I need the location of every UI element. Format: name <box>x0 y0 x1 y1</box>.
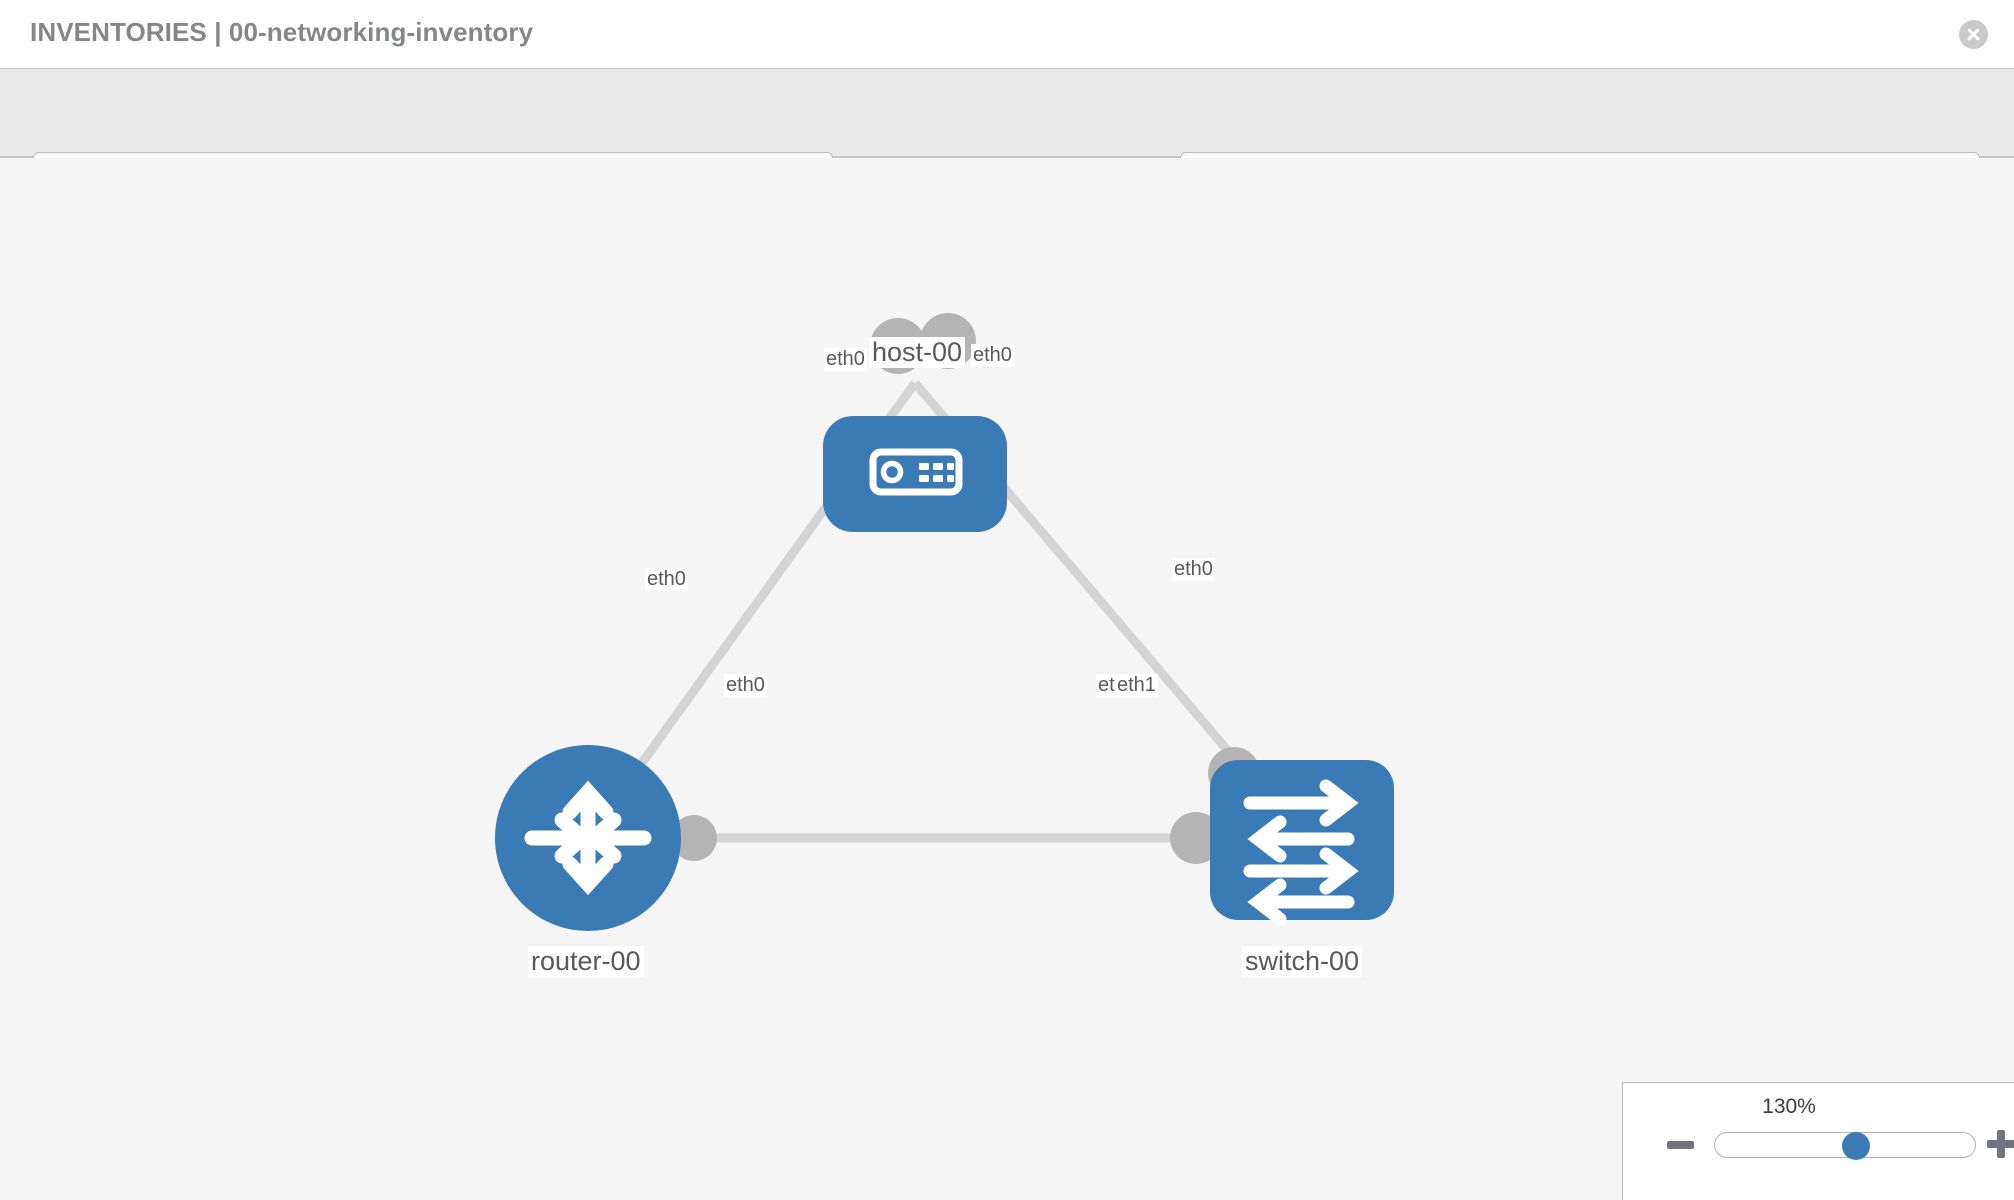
node-switch-00 <box>1210 760 1394 926</box>
iface-label: eth0 <box>724 674 767 697</box>
topology-canvas[interactable]: eth0 eth0 eth0 eth0 eth0 eth0 eth1 host-… <box>0 158 2014 1200</box>
close-icon[interactable] <box>1959 20 1988 49</box>
connector-router-east <box>671 815 717 861</box>
iface-label: eth0 <box>1172 558 1215 581</box>
toolbar: ACTIONS SEARCH <box>0 68 2014 208</box>
iface-label: eth0 <box>645 568 688 591</box>
connector-switch-west <box>1170 812 1222 864</box>
page-title: INVENTORIES | 00-networking-inventory <box>30 17 534 47</box>
node-router-00 <box>495 745 681 931</box>
node-label-host-00: host-00 <box>869 337 966 369</box>
page-header: INVENTORIES | 00-networking-inventory <box>0 0 2014 68</box>
zoom-out-button[interactable] <box>1667 1141 1694 1149</box>
node-host-00 <box>823 416 1007 532</box>
zoom-level-value: 130% <box>1762 1095 1816 1118</box>
zoom-in-button[interactable] <box>1987 1130 2014 1158</box>
zoom-control-panel: 130% <box>1622 1082 2014 1200</box>
iface-label: eth1 <box>1115 674 1158 697</box>
topology-graph <box>495 313 1394 931</box>
iface-label: eth0 <box>824 348 867 371</box>
topology-connectors <box>671 313 1260 864</box>
node-label-router-00: router-00 <box>528 946 644 978</box>
node-label-switch-00: switch-00 <box>1242 946 1363 978</box>
zoom-slider-handle[interactable] <box>1842 1132 1870 1160</box>
iface-label: eth0 <box>971 344 1014 367</box>
